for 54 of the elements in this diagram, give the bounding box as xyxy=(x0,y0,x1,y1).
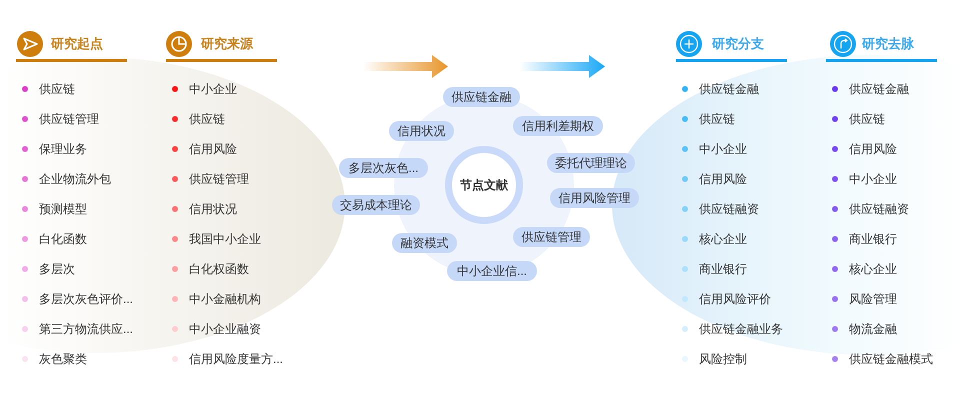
keyword-tag: 供应链管理 xyxy=(513,227,590,247)
keyword-text: 供应链管理 xyxy=(189,171,249,187)
section-heading: 研究去脉 xyxy=(862,35,914,53)
keyword-text: 我国中小企业 xyxy=(189,231,261,247)
keyword-text: 风险控制 xyxy=(699,351,747,367)
keyword-text: 信用风险 xyxy=(849,141,897,157)
keyword-text: 多层次灰色评价... xyxy=(39,291,134,307)
section-heading: 研究分支 xyxy=(712,35,764,53)
keyword-tag: 融资模式 xyxy=(392,233,457,253)
keyword-text: 风险管理 xyxy=(849,291,897,307)
section-heading: 研究起点 xyxy=(51,35,103,53)
keyword-text: 供应链融资 xyxy=(849,201,909,217)
keyword-text: 信用风险 xyxy=(699,171,747,187)
keyword-text: 企业物流外包 xyxy=(39,171,111,187)
keyword-tag: 多层次灰色... xyxy=(339,158,428,178)
keyword-text: 信用风险评价 xyxy=(699,291,771,307)
keyword-text: 保理业务 xyxy=(39,141,87,157)
keyword-text: 供应链 xyxy=(39,81,75,97)
keyword-text: 核心企业 xyxy=(849,261,897,277)
keyword-text: 中小金融机构 xyxy=(189,291,261,307)
keyword-text: 中小企业 xyxy=(849,171,897,187)
keyword-text: 灰色聚类 xyxy=(39,351,87,367)
keyword-text: 供应链管理 xyxy=(39,111,99,127)
keyword-text: 多层次 xyxy=(39,261,75,277)
keyword-text: 核心企业 xyxy=(699,231,747,247)
keyword-text: 中小企业 xyxy=(699,141,747,157)
keyword-tag: 中小企业信... xyxy=(447,261,537,281)
keyword-text: 供应链金融业务 xyxy=(699,321,783,337)
keyword-text: 供应链金融模式 xyxy=(849,351,933,367)
keyword-text: 中小企业 xyxy=(189,81,237,97)
keyword-text: 白化权函数 xyxy=(189,261,249,277)
keyword-tag: 交易成本理论 xyxy=(332,195,420,215)
keyword-text: 信用风险度量方... xyxy=(189,351,284,367)
keyword-text: 物流金融 xyxy=(849,321,897,337)
keyword-text: 供应链金融 xyxy=(699,81,759,97)
keyword-text: 供应链 xyxy=(189,111,225,127)
keyword-text: 商业银行 xyxy=(849,231,897,247)
keyword-tag: 信用利差期权 xyxy=(513,116,603,136)
keyword-text: 信用状况 xyxy=(189,201,237,217)
keyword-text: 第三方物流供应... xyxy=(39,321,134,337)
section-heading: 研究来源 xyxy=(201,35,253,53)
keyword-tag: 供应链金融 xyxy=(443,87,520,107)
keyword-text: 信用风险 xyxy=(189,141,237,157)
keyword-text: 供应链 xyxy=(699,111,735,127)
keyword-tag: 信用状况 xyxy=(389,121,454,141)
keyword-tag: 委托代理理论 xyxy=(547,153,635,173)
keyword-text: 供应链金融 xyxy=(849,81,909,97)
keyword-text: 商业银行 xyxy=(699,261,747,277)
keyword-tag: 信用风险管理 xyxy=(550,188,639,208)
keyword-text: 白化函数 xyxy=(39,231,87,247)
keyword-text: 供应链 xyxy=(849,111,885,127)
keyword-text: 预测模型 xyxy=(39,201,87,217)
keyword-text: 中小企业融资 xyxy=(189,321,261,337)
keyword-text: 供应链融资 xyxy=(699,201,759,217)
